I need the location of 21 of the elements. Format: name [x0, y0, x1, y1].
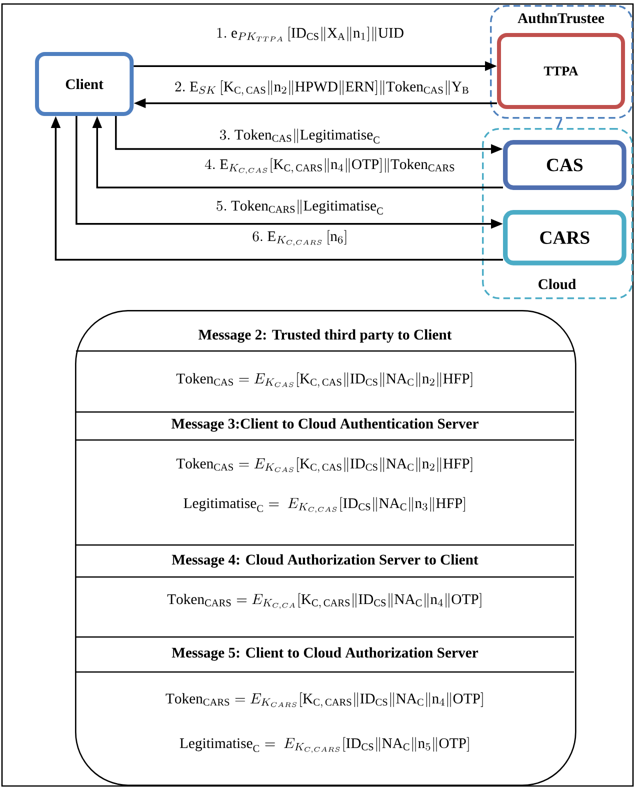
edge-label: $3.\ \mathrm{Token}_{\mathrm{CAS}}\|\mathrm{Legitimatise}_{\mathrm{C}}$	[218, 127, 382, 145]
server-box: CAS	[503, 140, 626, 190]
client-box: Client	[35, 52, 134, 116]
formula: $\mathrm{Legitimatise}_{\mathrm{C}} =\ E_{K_{C,CAS}}[\mathrm{ID}_{\mathrm{CS}}\|\mathrm{NA}_{\mathrm{C}}\|\mathrm{n}_{3}\|\mathrm{HFP}]$	[184, 497, 465, 513]
message-heading: Message 4: Cloud Authorization Server to Client	[172, 554, 478, 568]
formula: $\mathrm{Token}_{\mathrm{CAS}}= E_{K_{CAS}}[\mathrm{K}_{\mathrm{C,\,CAS}}\|\mathrm{ID}_{\mathrm{CS}}\|\mathrm{NA}_{\mathrm{C}}\|\mathrm{n}_{2}\|\mathrm{HFP}]$	[176, 457, 472, 473]
server-box: CARS	[503, 210, 626, 266]
edge-label: $1.\ \mathrm{e}_{PK_{TTPA}}\,[\mathrm{ID}_{\mathrm{CS}}\|\mathrm{X}_{\mathrm{A}}\|\mathrm{n}_{1}]\|\mathrm{UID}$	[214, 25, 406, 43]
message-panel	[75, 310, 576, 786]
edge-label: $4.\ \mathrm{E}_{K_{C,CAS}}[\mathrm{K}_{\mathrm{C,\,CARS}}\|\mathrm{n}_{4}\|\mathrm{OTP}]\|\mathrm{Token}_{\mathrm{CARS}}$	[203, 156, 457, 176]
message-heading: Message 3:Client to Cloud Authentication Server	[171, 418, 478, 432]
edge-label: $5.\ \mathrm{Token}_{\mathrm{CARS}}\|\mathrm{Legitimatise}_{\mathrm{C}}$	[214, 198, 386, 216]
formula: $\mathrm{Token}_{\mathrm{CAS}}= E_{K_{CAS}}[\mathrm{K}_{\mathrm{C,\,CAS}}\|\mathrm{ID}_{\mathrm{CS}}\|\mathrm{NA}_{\mathrm{C}}\|\mathrm{n}_{2}\|\mathrm{HFP}]$	[176, 372, 472, 388]
message-heading: Message 5: Client to Cloud Authorization Server	[172, 647, 478, 661]
edge-label: $2.\ \mathrm{E}_{SK}\,[\mathrm{K}_{\mathrm{C,\,CAS}}\|\mathrm{n}_{2}\|\mathrm{HPWD}\|\mathrm{ERN}]\|\mathrm{Token}_{\mathrm{CAS}}\|\mathrm{Y}_{\mathrm{B}}$	[173, 79, 471, 97]
formula: $\mathrm{Token}_{\mathrm{CARS}}= E_{K_{C,CA}}[\mathrm{K}_{\mathrm{C,\,CARS}}\|\mathrm{ID}_{\mathrm{CS}}\|\mathrm{NA}_{\mathrm{C}}\|\mathrm{n}_{4}\|\mathrm{OTP}]$	[167, 593, 482, 609]
edge-label: $6.\ \mathrm{E}_{K_{C,CARS}}\,[\mathrm{n}_{6}]$	[250, 228, 350, 248]
formula: $\mathrm{Legitimatise}_{\mathrm{C}} =\ E_{K_{C,CARS}}[\mathrm{ID}_{\mathrm{CS}}\|\mathrm{NA}_{\mathrm{C}}\|\mathrm{n}_{5}\|\mathrm{OTP}]$	[180, 737, 469, 753]
server-box: TTPA	[497, 33, 625, 109]
message-heading: Message 2: Trusted third party to Client	[198, 329, 452, 343]
formula: $\mathrm{Token}_{\mathrm{CARS}}= E_{K_{CARS}}[\mathrm{K}_{\mathrm{C,\,CARS}}\|\mathrm{ID}_{\mathrm{CS}}\|\mathrm{NA}_{\mathrm{C}}\|\mathrm{n}_{4}\|\mathrm{OTP}]$	[166, 692, 483, 708]
